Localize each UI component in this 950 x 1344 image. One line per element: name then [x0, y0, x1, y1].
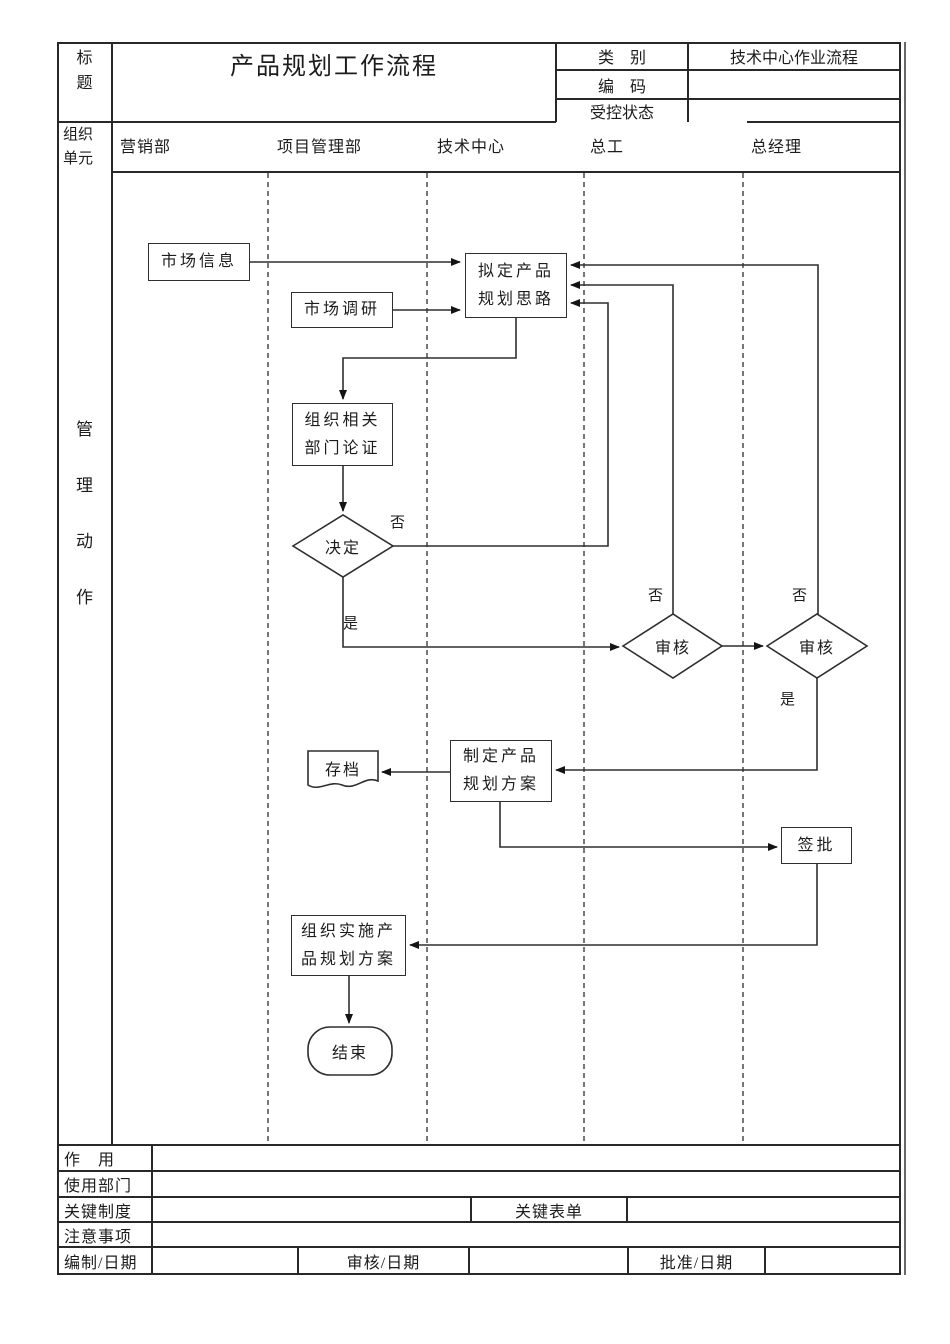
node-market-info-label: 市场信息	[160, 253, 237, 270]
lane-header-tech-center: 技术中心	[437, 139, 506, 156]
review2-no-label: 否	[792, 588, 808, 604]
org-unit-label-line1: 组织	[63, 127, 94, 143]
edge-draft-to-organize	[339, 318, 517, 400]
archive-document-shape	[307, 750, 379, 789]
title-cell-label: 标 题	[57, 46, 112, 96]
meta-label-category: 类 别	[597, 50, 646, 67]
flow-connectors	[250, 258, 819, 1024]
review1-diamond-label: 审核	[654, 640, 691, 657]
meta-value-code	[688, 70, 900, 99]
edge-review2-no-feedback	[570, 261, 819, 614]
node-draft-plan-line2: 规划思路	[477, 290, 554, 308]
node-implement-plan: 组织实施产 品规划方案	[291, 915, 406, 976]
edge-decide-no-feedback	[393, 299, 609, 547]
node-market-research: 市场调研	[291, 292, 393, 328]
review1-diamond	[621, 613, 724, 679]
node-market-research-label: 市场调研	[303, 301, 380, 318]
decide-yes-label: 是	[343, 616, 359, 632]
end-terminator-shape	[307, 1026, 393, 1076]
node-implement-line1: 组织实施产	[300, 922, 396, 940]
node-organize-departments-review: 组织相关 部门论证	[292, 403, 393, 466]
node-implement-line2: 品规划方案	[300, 950, 396, 968]
footer-label-notes: 注意事项	[64, 1228, 133, 1246]
review2-diamond	[765, 613, 869, 679]
meta-value-controlled-state	[688, 99, 900, 122]
node-make-product-plan: 制定产品 规划方案	[450, 740, 552, 802]
node-sign-approve-label: 签批	[797, 836, 836, 854]
lane-header-marketing: 营销部	[120, 139, 172, 156]
side-label-char-3: 动	[76, 532, 93, 551]
archive-label: 存档	[324, 762, 361, 779]
end-terminator-label: 结束	[331, 1045, 368, 1062]
node-organize-line1: 组织相关	[304, 411, 381, 429]
node-sign-approve: 签批	[781, 827, 852, 864]
lane-header-project-management: 项目管理部	[277, 139, 363, 156]
node-organize-line2: 部门论证	[304, 439, 381, 457]
side-label-char-1: 管	[76, 420, 93, 439]
meta-label-code: 编 码	[597, 78, 646, 96]
decide-no-label: 否	[390, 515, 406, 531]
node-draft-product-plan: 拟定产品 规划思路	[465, 253, 567, 318]
meta-label-controlled-state: 受控状态	[589, 104, 654, 122]
node-make-plan-line1: 制定产品	[462, 748, 539, 765]
edge-decide-yes-to-review1	[342, 577, 620, 651]
decide-diamond-label: 决定	[324, 540, 361, 557]
title-cell-char-2: 题	[76, 75, 93, 92]
review1-no-label: 否	[648, 588, 664, 604]
org-unit-label-line2: 单元	[63, 151, 94, 167]
footer-label-approved-date: 批准/日期	[659, 1254, 734, 1272]
review2-diamond-label: 审核	[798, 640, 835, 657]
footer-label-prepared-date: 编制/日期	[64, 1254, 138, 1272]
footer-label-reviewed-date: 审核/日期	[346, 1254, 421, 1272]
page-title: 产品规划工作流程	[230, 54, 438, 80]
edge-review2-yes-to-make-plan	[555, 678, 818, 774]
edge-review1-no-feedback	[570, 281, 674, 614]
footer-label-using-department: 使用部门	[64, 1178, 133, 1195]
footer-label-key-system: 关键制度	[64, 1203, 133, 1221]
node-draft-plan-line1: 拟定产品	[477, 262, 554, 280]
management-actions-side-label: 管 理 动 作	[57, 415, 112, 608]
footer-label-key-form: 关键表单	[514, 1203, 583, 1221]
edge-sign-to-implement	[409, 864, 818, 949]
meta-value-category: 技术中心作业流程	[729, 50, 858, 67]
decide-diamond	[291, 514, 395, 578]
side-label-char-2: 理	[76, 476, 93, 495]
footer-label-function: 作 用	[64, 1152, 116, 1169]
lane-header-chief-engineer: 总工	[590, 139, 625, 156]
lane-header-general-manager: 总经理	[751, 139, 803, 156]
review2-yes-label: 是	[780, 692, 796, 708]
node-market-info: 市场信息	[148, 243, 250, 281]
title-cell-char-1: 标	[76, 50, 93, 67]
org-unit-row-label: 组织 单元	[63, 123, 112, 171]
node-make-plan-line2: 规划方案	[462, 776, 539, 793]
swimlane-dividers	[267, 173, 744, 1145]
side-label-char-4: 作	[76, 588, 93, 607]
table-grid	[57, 42, 906, 1275]
edge-make-plan-to-sign	[499, 802, 778, 851]
